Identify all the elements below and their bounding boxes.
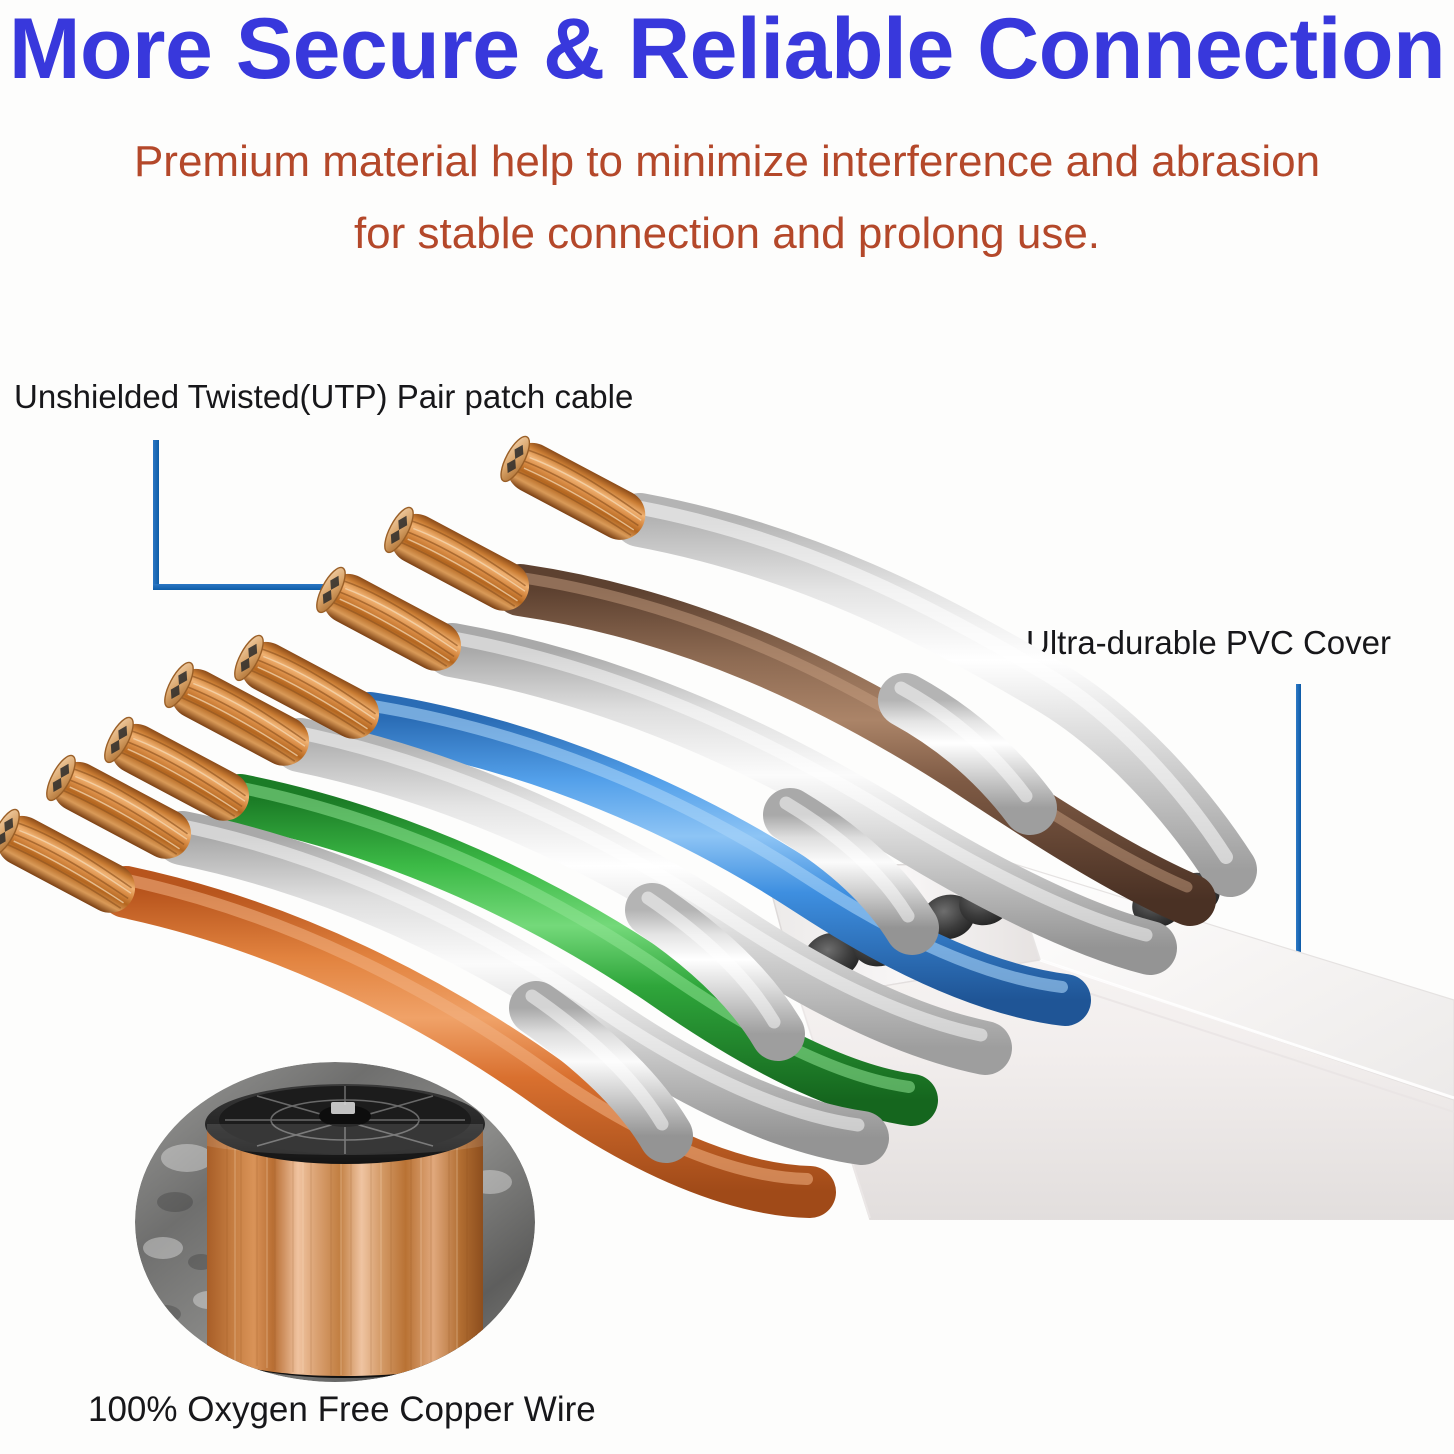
copper-conductor-tips bbox=[0, 435, 646, 913]
callout-line-pvc-vertical bbox=[1296, 684, 1301, 956]
pair-brown bbox=[494, 493, 1257, 926]
callout-label-pvc: Ultra-durable PVC Cover bbox=[1026, 624, 1391, 661]
copper-tip-2 bbox=[384, 506, 530, 611]
copper-spool-photo bbox=[135, 1062, 535, 1382]
copper-tip-8 bbox=[0, 808, 136, 913]
callout-line-utp-vertical bbox=[153, 440, 159, 590]
copper-tip-3 bbox=[316, 566, 462, 671]
page-title: More Secure & Reliable Connection bbox=[8, 1, 1446, 97]
copper-tip-4 bbox=[234, 634, 380, 739]
subtitle-line-1: Premium material help to minimize interf… bbox=[133, 137, 1321, 186]
callout-label-utp: Unshielded Twisted(UTP) Pair patch cable bbox=[14, 378, 634, 415]
callout-line-utp-horizontal bbox=[153, 584, 333, 590]
pair-green bbox=[214, 718, 1012, 1126]
copper-tip-7 bbox=[46, 754, 192, 859]
callout-label-copper-wire: 100% Oxygen Free Copper Wire bbox=[88, 1390, 596, 1429]
cable-illustration bbox=[0, 400, 1454, 1220]
copper-tip-5 bbox=[164, 661, 310, 766]
copper-tip-6 bbox=[104, 716, 250, 821]
copper-tip-1 bbox=[500, 435, 646, 540]
pair-blue bbox=[344, 623, 1177, 1026]
pair-orange bbox=[100, 811, 889, 1218]
subtitle-line-2: for stable connection and prolong use. bbox=[353, 209, 1101, 258]
